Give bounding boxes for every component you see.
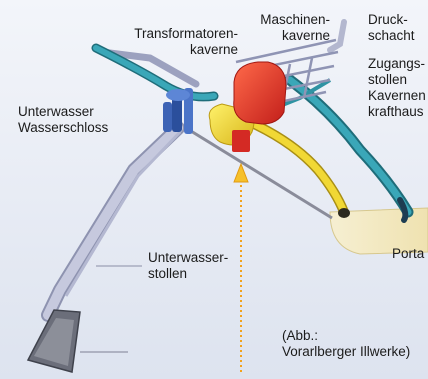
label-zugangsstollen: Zugangs- stollen Kavernen krafthaus (368, 56, 426, 120)
label-unterwasserstollen-line2: stollen (148, 266, 228, 282)
image-credit-line2: Vorarlberger Illwerke) (282, 344, 410, 360)
label-wasserschloss-line1: Unterwasser (18, 104, 108, 120)
label-portal-line1: Porta (392, 246, 424, 262)
label-zugangsstollen-line2: stollen (368, 72, 426, 88)
tailrace-end (338, 208, 350, 218)
label-druckschacht-line2: schacht (368, 28, 415, 44)
label-unterwasserstollen: Unterwasser- stollen (148, 250, 228, 282)
label-maschinenkaverne-line2: kaverne (252, 28, 330, 44)
machine-cavern-shaft (232, 130, 250, 152)
label-portal: Porta (392, 246, 424, 262)
label-transformatorenkaverne: Transformatoren- kaverne (126, 26, 238, 58)
label-transformatorenkaverne-line1: Transformatoren- (126, 26, 238, 42)
label-maschinenkaverne: Maschinen- kaverne (252, 12, 330, 44)
label-transformatorenkaverne-line2: kaverne (126, 42, 238, 58)
label-zugangsstollen-line1: Zugangs- (368, 56, 426, 72)
label-zugangsstollen-line4: krafthaus (368, 104, 426, 120)
label-maschinenkaverne-line1: Maschinen- (252, 12, 330, 28)
image-credit-line1: (Abb.: (282, 328, 410, 344)
label-druckschacht: Druck- schacht (368, 12, 415, 44)
label-druckschacht-line1: Druck- (368, 12, 415, 28)
surge-chamber (163, 88, 193, 134)
label-unterwasserstollen-line1: Unterwasser- (148, 250, 228, 266)
label-zugangsstollen-line3: Kavernen (368, 88, 426, 104)
label-wasserschloss-line2: Wasserschloss (18, 120, 108, 136)
label-unterwasser-wasserschloss: Unterwasser Wasserschloss (18, 104, 108, 136)
image-credit: (Abb.: Vorarlberger Illwerke) (282, 328, 410, 360)
machine-cavern (234, 62, 286, 124)
